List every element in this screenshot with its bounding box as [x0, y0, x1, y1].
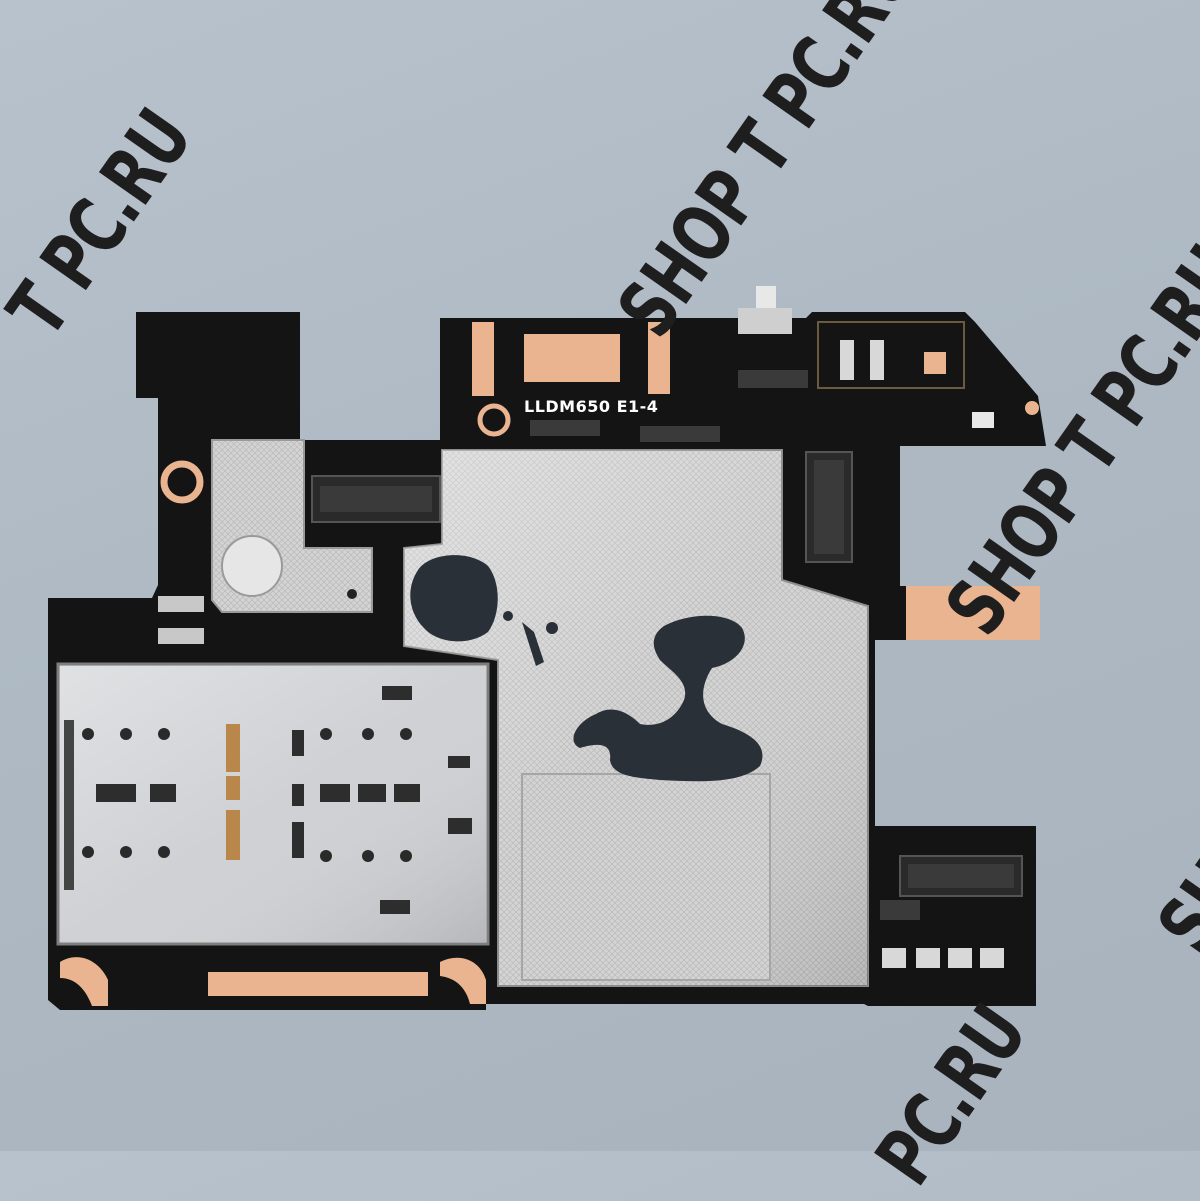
thermal-residue-right [573, 615, 763, 782]
sim-tray-holes [82, 728, 412, 862]
sim-tray-contacts [96, 686, 472, 914]
board-connectors [311, 451, 1023, 897]
board-model-label: LLDM650 E1-4 [524, 397, 659, 416]
small-components [158, 286, 1004, 968]
thermal-residue-left [410, 555, 498, 642]
shield-round-pad [221, 535, 283, 597]
motherboard-photo [48, 286, 1046, 1010]
copper-pads [60, 322, 1040, 1006]
shield-inner-panel [521, 773, 771, 981]
